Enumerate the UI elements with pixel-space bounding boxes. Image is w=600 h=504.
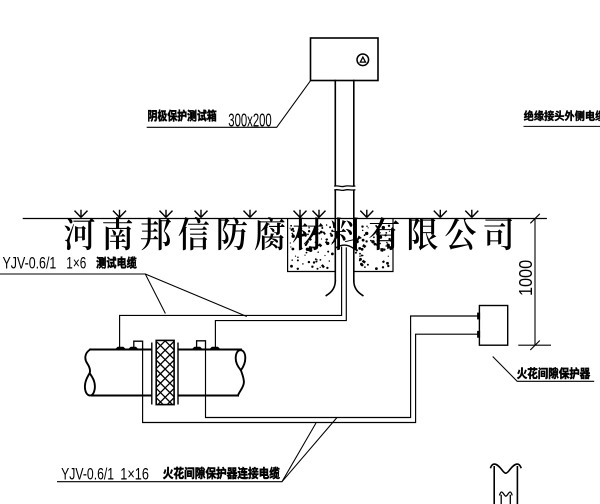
svg-text:YJV-0.6/1: YJV-0.6/1 (3, 253, 57, 272)
svg-text:YJV-0.6/1: YJV-0.6/1 (61, 464, 114, 483)
svg-text:300x200: 300x200 (228, 110, 271, 130)
svg-text:1×16: 1×16 (120, 464, 149, 483)
svg-text:1×6: 1×6 (66, 253, 86, 272)
svg-text:1000: 1000 (516, 260, 536, 296)
